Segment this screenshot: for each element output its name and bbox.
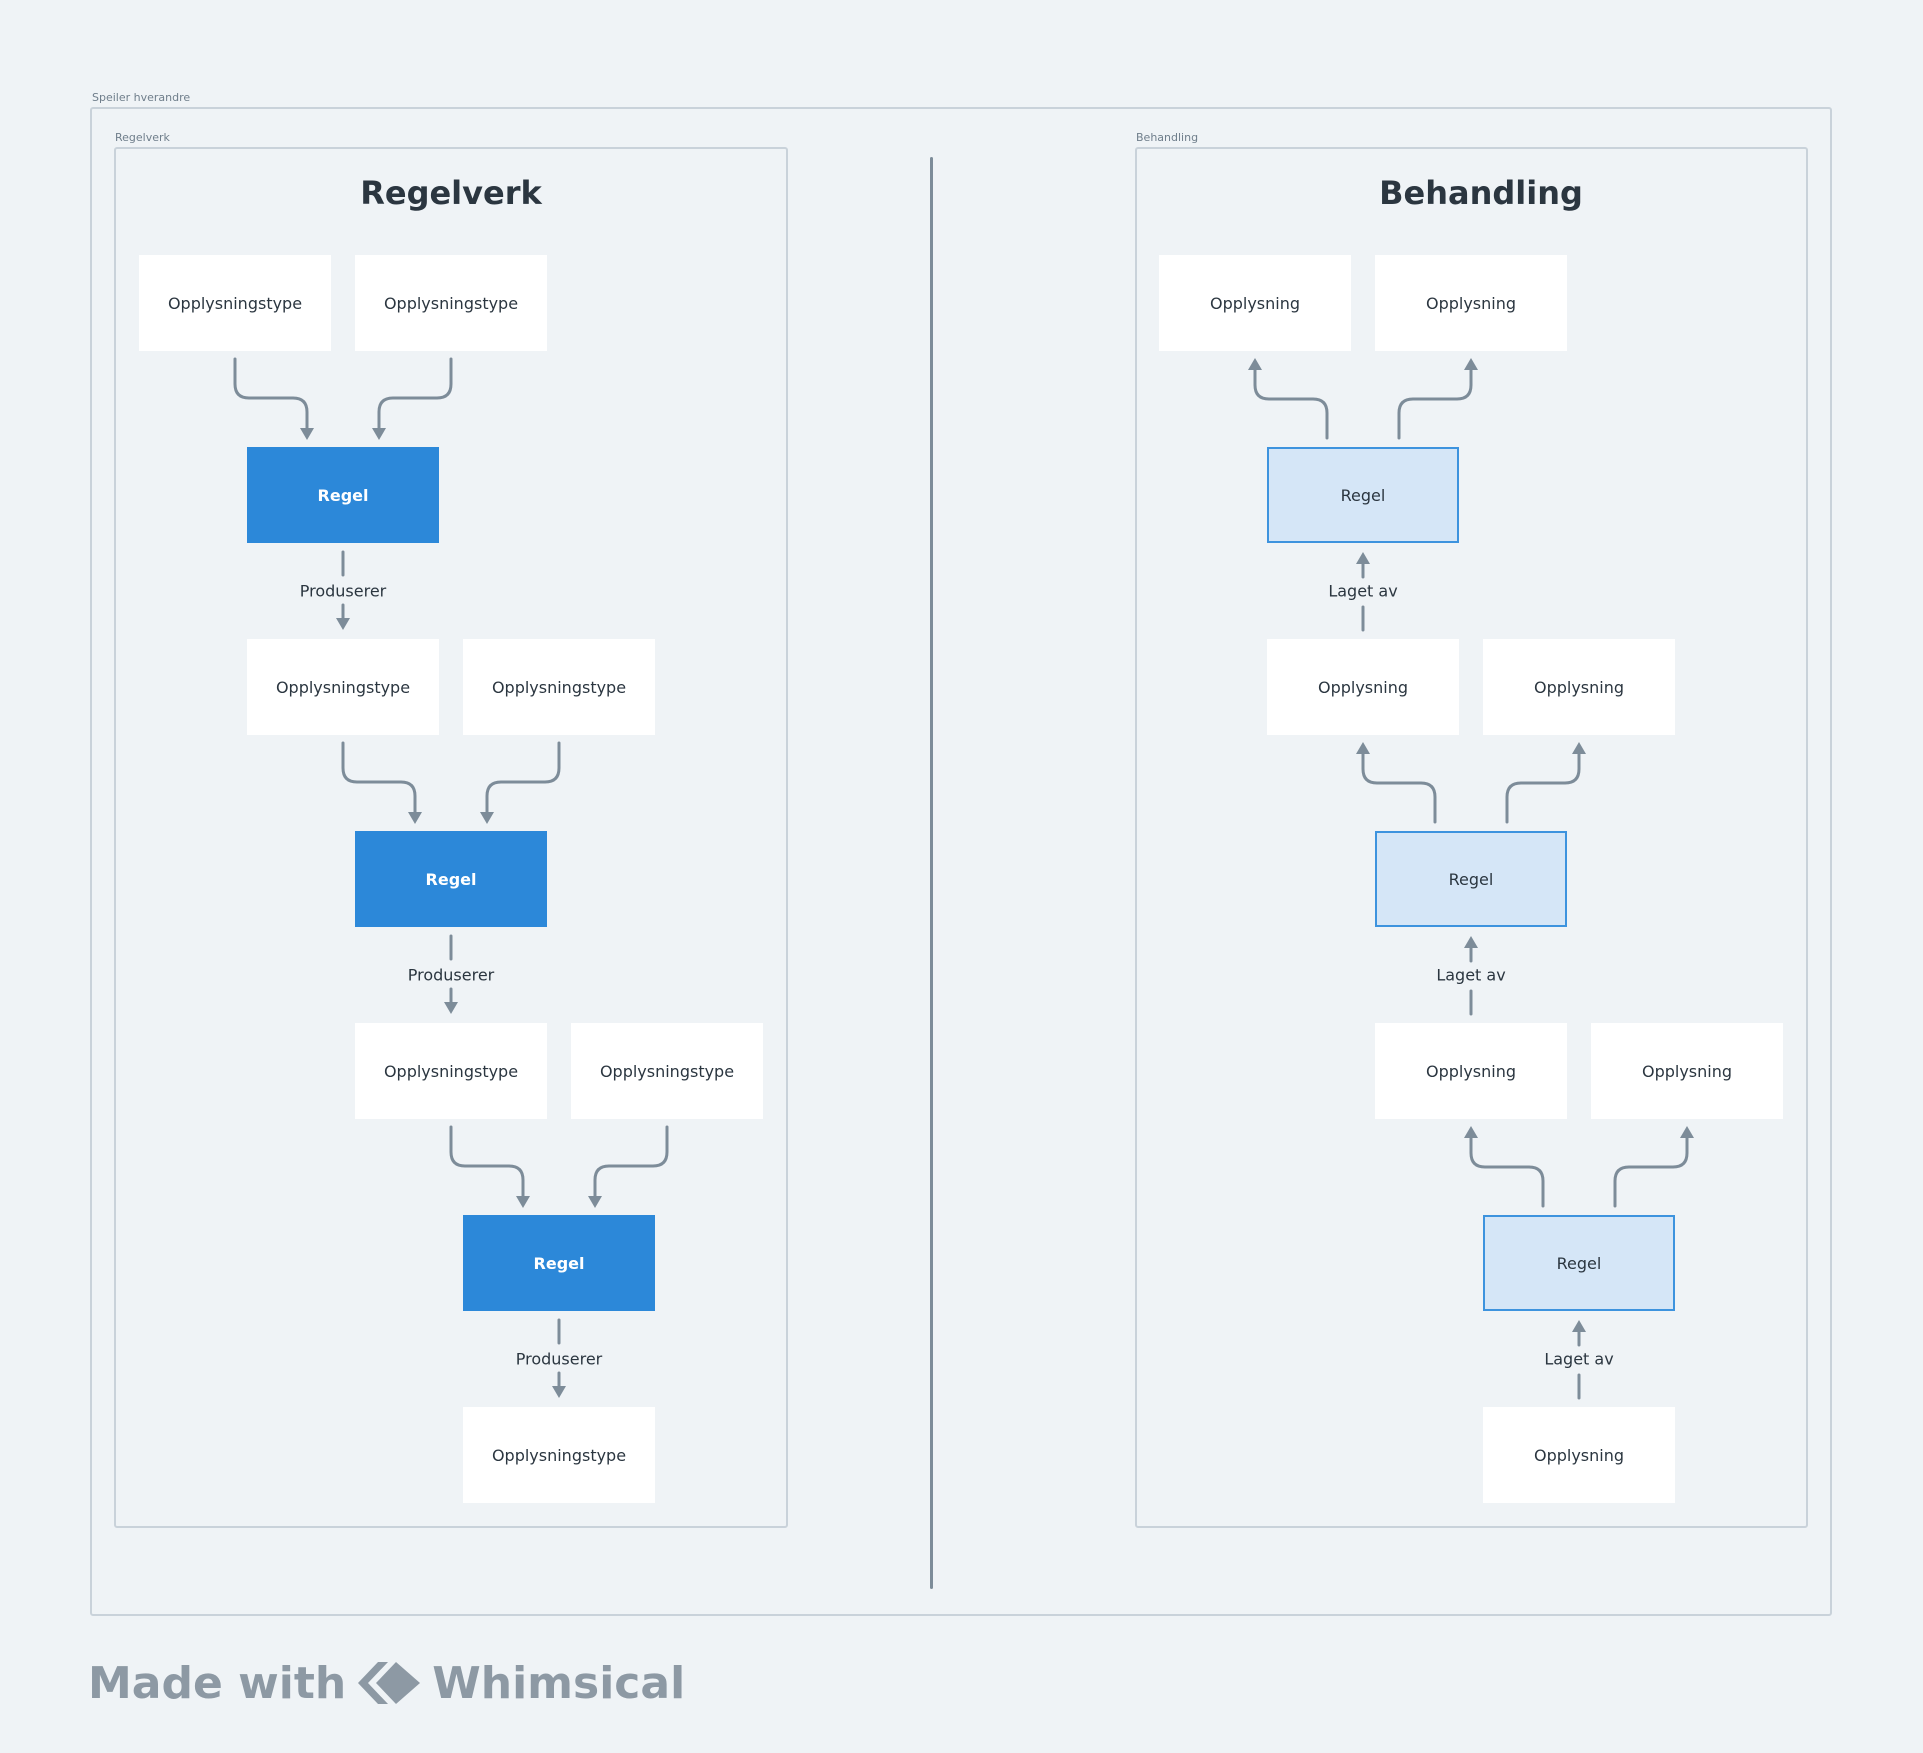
opplysningstype-node[interactable]: Opplysningstype	[355, 255, 547, 351]
opplysningstype-node[interactable]: Opplysningstype	[355, 1023, 547, 1119]
opplysning-node[interactable]: Opplysning	[1267, 639, 1459, 735]
regel-node[interactable]: Regel	[1483, 1215, 1675, 1311]
center-divider	[930, 157, 933, 1589]
opplysning-node[interactable]: Opplysning	[1483, 639, 1675, 735]
opplysning-node[interactable]: Opplysning	[1483, 1407, 1675, 1503]
laget-av-label: Laget av	[1434, 965, 1508, 985]
produserer-label: Produserer	[297, 581, 389, 601]
regel-node[interactable]: Regel	[1375, 831, 1567, 927]
behandling-frame-label: Behandling	[1136, 131, 1199, 144]
opplysningstype-node[interactable]: Opplysningstype	[463, 1407, 655, 1503]
whimsical-brand-text: Whimsical	[432, 1657, 686, 1709]
opplysningstype-node[interactable]: Opplysningstype	[571, 1023, 763, 1119]
opplysning-node[interactable]: Opplysning	[1591, 1023, 1783, 1119]
opplysningstype-node[interactable]: Opplysningstype	[247, 639, 439, 735]
regelverk-frame-label: Regelverk	[115, 131, 170, 144]
outer-frame-label: Speiler hverandre	[92, 91, 191, 104]
regel-node[interactable]: Regel	[355, 831, 547, 927]
regel-node[interactable]: Regel	[1267, 447, 1459, 543]
made-with-text: Made with	[88, 1657, 347, 1709]
regelverk-title: Regelverk	[360, 174, 542, 212]
opplysning-node[interactable]: Opplysning	[1375, 255, 1567, 351]
whimsical-logo-icon	[358, 1662, 421, 1704]
regel-node[interactable]: Regel	[247, 447, 439, 543]
behandling-title: Behandling	[1379, 174, 1583, 212]
outer-frame	[90, 107, 1832, 1616]
behandling-frame	[1135, 147, 1808, 1528]
opplysningstype-node[interactable]: Opplysningstype	[139, 255, 331, 351]
opplysning-node[interactable]: Opplysning	[1159, 255, 1351, 351]
laget-av-label: Laget av	[1542, 1349, 1616, 1369]
produserer-label: Produserer	[405, 965, 497, 985]
regel-node[interactable]: Regel	[463, 1215, 655, 1311]
produserer-label: Produserer	[513, 1349, 605, 1369]
made-with-whimsical-badge[interactable]: Made with Whimsical	[88, 1655, 685, 1711]
regelverk-frame	[114, 147, 788, 1528]
opplysning-node[interactable]: Opplysning	[1375, 1023, 1567, 1119]
opplysningstype-node[interactable]: Opplysningstype	[463, 639, 655, 735]
laget-av-label: Laget av	[1326, 581, 1400, 601]
